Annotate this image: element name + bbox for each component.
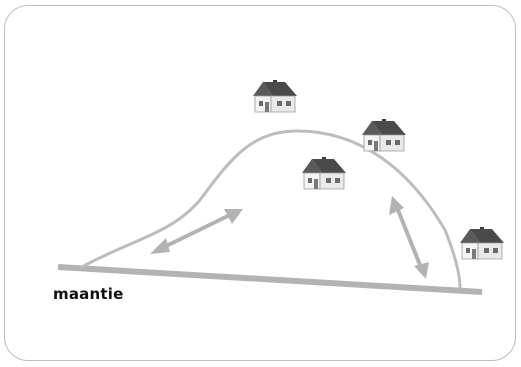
- house-icon: [459, 226, 505, 260]
- left-double-arrow: [150, 209, 243, 254]
- right-double-arrow: [389, 196, 429, 279]
- house-icon: [252, 79, 298, 113]
- diagram-frame: [4, 5, 516, 361]
- house-icon: [361, 118, 407, 152]
- house-icon: [301, 156, 347, 190]
- road: [57, 264, 483, 295]
- hill-outline: [79, 129, 462, 289]
- road-label: maantie: [53, 285, 124, 303]
